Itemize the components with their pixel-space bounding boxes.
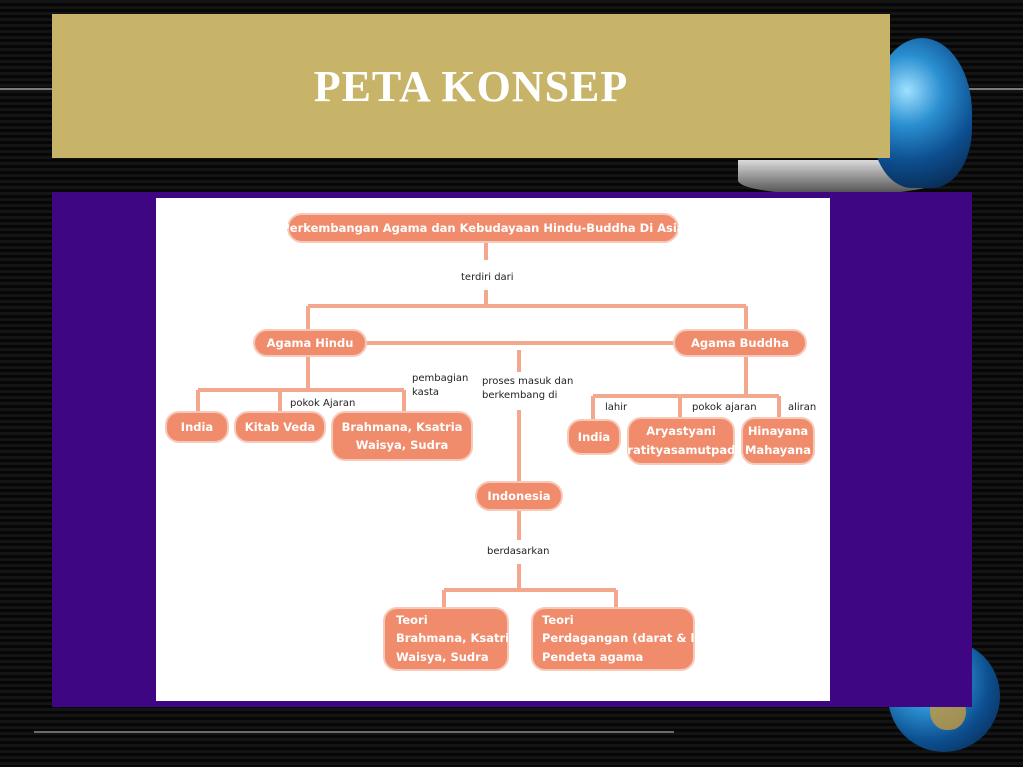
- node-buddha-aliran: Hinayana Mahayana: [741, 417, 815, 465]
- title-banner: PETA KONSEP: [52, 14, 890, 158]
- node-teori-brahmana-line1: Teori: [396, 613, 428, 627]
- node-teori-brahmana-line3: Waisya, Sudra: [396, 650, 489, 664]
- node-teori-brahmana-line2: Brahmana, Ksatria: [396, 631, 517, 645]
- node-buddha-aliran-line1: Hinayana: [748, 424, 808, 438]
- link-label-proses-masuk: proses masuk dan: [482, 376, 573, 387]
- link-label-pokok-ajaran-buddha: pokok ajaran: [692, 402, 757, 413]
- node-teori-perdagangan-line2: Perdagangan (darat & laut): [542, 631, 721, 645]
- node-kitab-veda: Kitab Veda: [234, 411, 326, 443]
- node-hindu-kasta: Brahmana, Ksatria Waisya, Sudra: [331, 411, 473, 461]
- node-indonesia-label: Indonesia: [487, 489, 550, 503]
- node-kitab-veda-label: Kitab Veda: [245, 420, 315, 434]
- node-root: Perkembangan Agama dan Kebudayaan Hindu-…: [281, 213, 685, 243]
- link-label-berdasarkan: berdasarkan: [487, 546, 549, 557]
- link-label-kasta: kasta: [412, 387, 439, 398]
- node-hindu-kasta-line2: Waisya, Sudra: [356, 438, 449, 452]
- node-agama-buddha: Agama Buddha: [673, 329, 807, 357]
- node-buddha-ajaran-line2: Pratityasamutpada: [619, 443, 743, 457]
- link-label-pokok-ajaran-hindu: pokok Ajaran: [290, 398, 355, 409]
- node-agama-hindu-label: Agama Hindu: [267, 336, 354, 350]
- node-buddha-ajaran-line1: Aryastyani: [646, 424, 716, 438]
- link-label-terdiri-dari: terdiri dari: [461, 272, 514, 283]
- link-label-berkembang-di: berkembang di: [482, 390, 557, 401]
- node-teori-perdagangan: Teori Perdagangan (darat & laut) Pendeta…: [531, 607, 721, 671]
- concept-map-svg: terdiri dari pokok Ajaran pembagian kast…: [165, 213, 816, 671]
- link-label-lahir: lahir: [605, 402, 628, 413]
- node-hindu-kasta-line1: Brahmana, Ksatria: [342, 420, 463, 434]
- node-hindu-india: India: [165, 411, 229, 443]
- link-label-aliran: aliran: [788, 402, 816, 413]
- node-hindu-india-label: India: [181, 420, 213, 434]
- node-teori-perdagangan-line3: Pendeta agama: [542, 650, 643, 664]
- node-buddha-india: India: [567, 419, 621, 455]
- slide-title: PETA KONSEP: [313, 61, 629, 111]
- node-teori-perdagangan-line1: Teori: [542, 613, 574, 627]
- link-label-pembagian: pembagian: [412, 373, 468, 384]
- node-buddha-ajaran: Aryastyani Pratityasamutpada: [619, 417, 743, 465]
- concept-map-canvas: terdiri dari pokok Ajaran pembagian kast…: [156, 198, 830, 701]
- node-teori-brahmana: Teori Brahmana, Ksatria Waisya, Sudra: [383, 607, 517, 671]
- node-buddha-india-label: India: [578, 430, 610, 444]
- node-indonesia: Indonesia: [475, 481, 563, 511]
- node-root-label: Perkembangan Agama dan Kebudayaan Hindu-…: [281, 221, 684, 235]
- node-agama-hindu: Agama Hindu: [253, 329, 367, 357]
- bottom-rule-line: [34, 731, 674, 733]
- node-buddha-aliran-line2: Mahayana: [745, 443, 811, 457]
- node-agama-buddha-label: Agama Buddha: [691, 336, 789, 350]
- connectors: [196, 242, 781, 608]
